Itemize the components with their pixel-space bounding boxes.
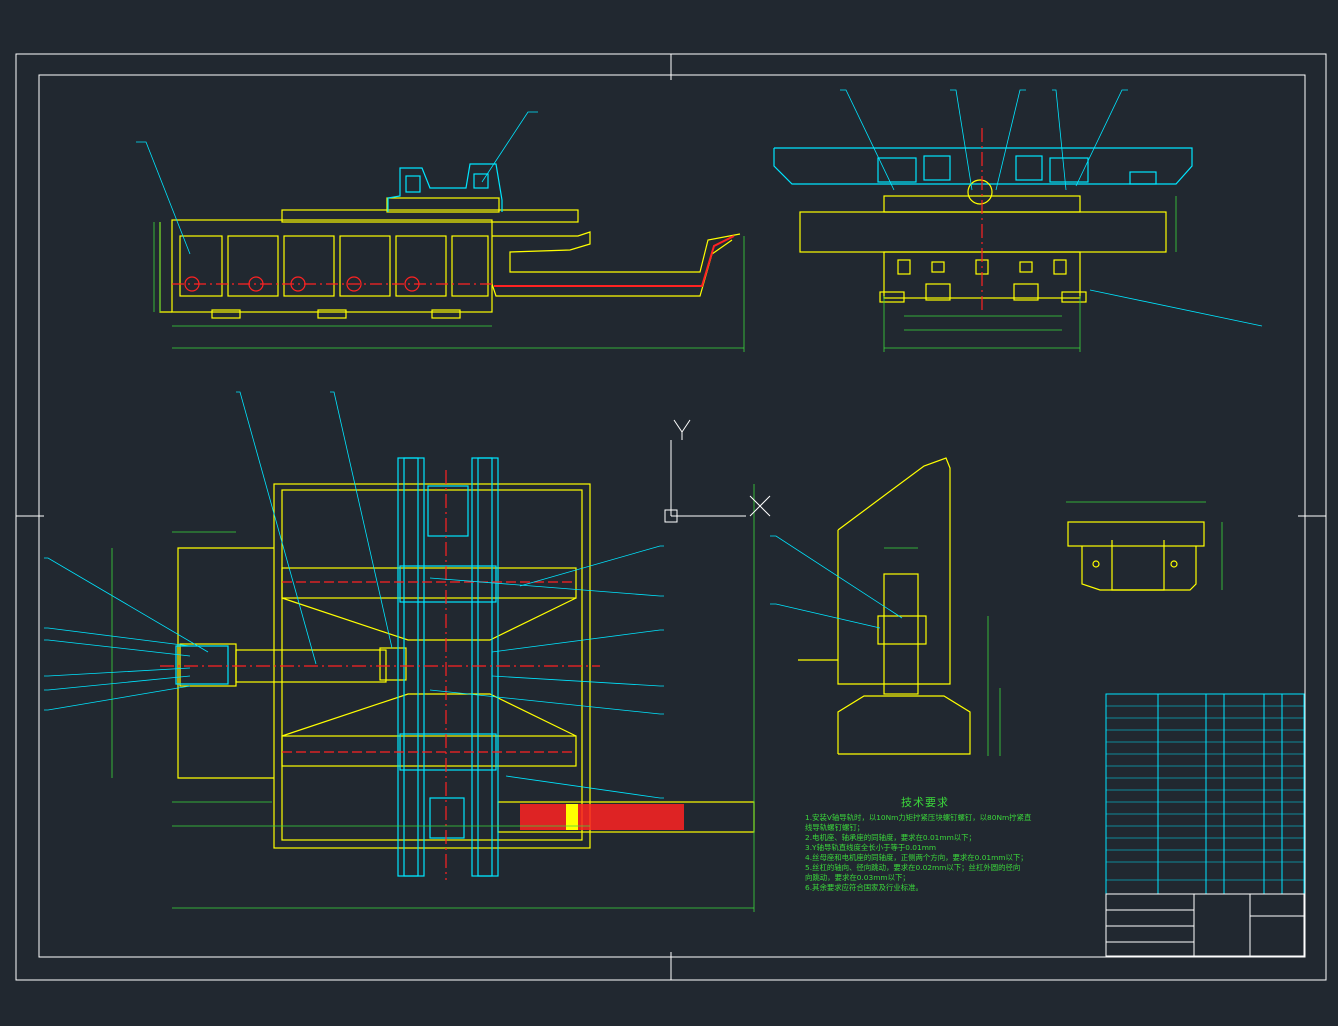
title-block bbox=[1105, 693, 1305, 957]
requirement-line: 向跳动，要求在0.03mm以下； bbox=[805, 873, 910, 882]
requirement-line: 线导轨螺钉螺钉； bbox=[805, 823, 865, 832]
requirement-line: 6.其余要求应符合国家及行业标准。 bbox=[805, 883, 923, 892]
requirement-line: 1.安装V轴导轨时，以10Nm力矩拧紧压块螺钉螺钉，以80Nm拧紧直 bbox=[805, 813, 1032, 822]
drawing-frame bbox=[15, 53, 1327, 981]
front-view-drawing bbox=[773, 89, 1263, 352]
technical-requirements: 技术要求 1.安装V轴导轨时，以10Nm力矩拧紧压块螺钉螺钉，以80Nm拧紧直 … bbox=[805, 795, 1045, 893]
requirement-line: 3.Y轴导轨直线度全长小于等于0.01mm bbox=[805, 843, 937, 852]
section-detail-drawing bbox=[770, 457, 1001, 756]
ucs-icon bbox=[664, 419, 771, 523]
side-view-drawing bbox=[136, 111, 745, 352]
requirement-line: 5.丝杠的轴向、径向跳动，要求在0.02mm以下；丝杠外圆的径向 bbox=[805, 863, 1021, 872]
plan-view-drawing bbox=[44, 391, 755, 912]
technical-requirements-title: 技术要求 bbox=[901, 796, 949, 809]
requirement-line: 4.丝母座和电机座的同轴度，正侧两个方向，要求在0.01mm以下； bbox=[805, 853, 1028, 862]
requirement-line: 2.电机座、轴承座的同轴度，要求在0.01mm以下； bbox=[805, 833, 976, 842]
rail-profile-drawing bbox=[1066, 501, 1223, 591]
